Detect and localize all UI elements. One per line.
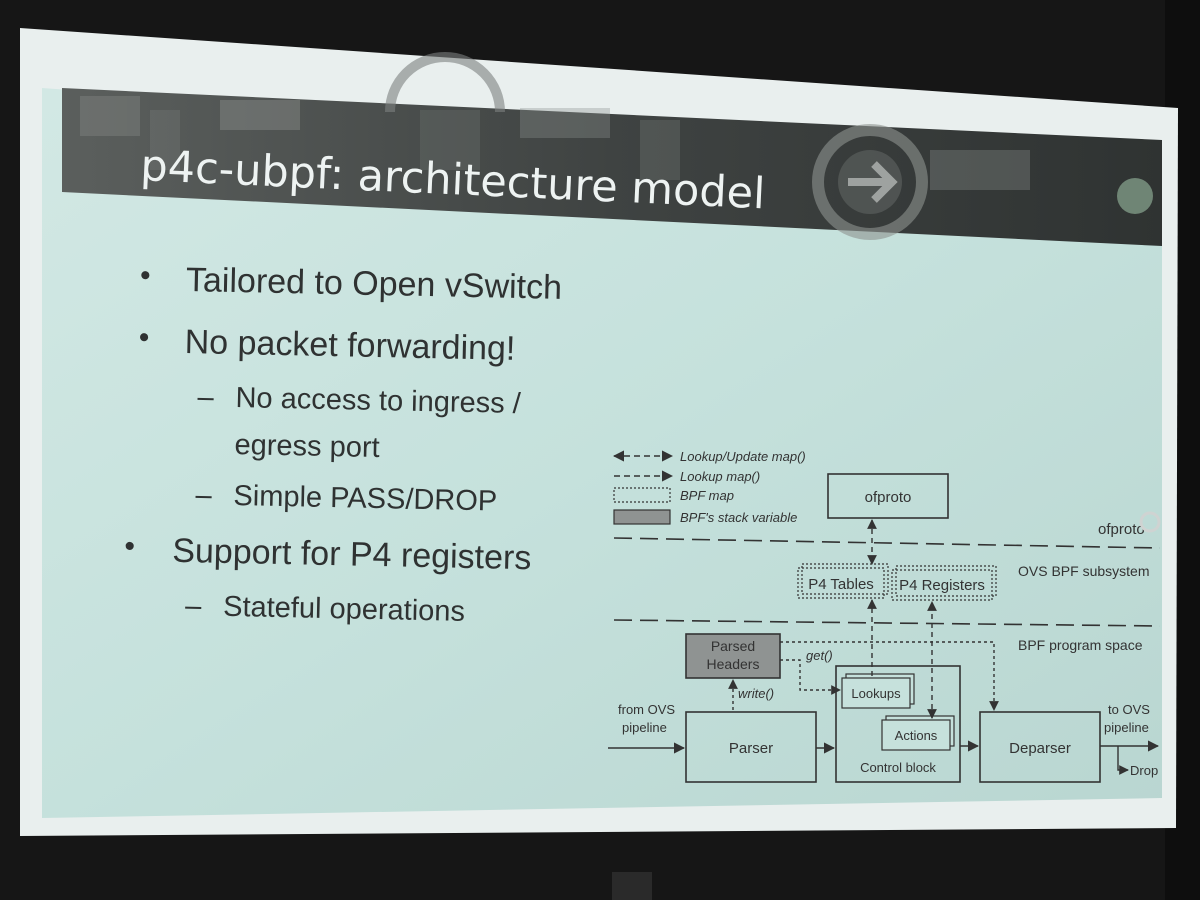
badge-icon-ring [812,124,928,240]
legend-stack-var: BPF's stack variable [680,510,797,525]
sub-dash-3: – [185,590,203,622]
parser-box [685,711,817,783]
legend-bpf-map: BPF map [680,488,734,503]
control-block-label: Control block [860,760,936,775]
to-ovs-label-2: pipeline [1104,720,1149,735]
legend-bpf-map-swatch [613,487,671,503]
drop-label: Drop [1130,763,1158,778]
layer-label-ovs-bpf: OVS BPF subsystem [1018,563,1149,579]
sub-dash-1: – [197,381,215,413]
edge-label-write: write() [738,686,774,701]
lookups-label: Lookups [851,686,901,701]
ofproto-box-label: ofproto [865,489,912,506]
sub-bullet-1-line-1: No access to ingress / [235,382,522,420]
edge-label-get: get() [806,648,833,663]
ofproto-box [827,473,949,519]
p4-registers-box [891,569,993,601]
bullet-1-text: Tailored to Open vSwitch [186,261,563,307]
divider-program-space [613,619,1161,627]
parsed-headers-box [685,633,781,679]
from-ovs-label-1: from OVS [618,702,675,717]
parsed-headers-label-2: Headers [707,656,760,672]
parser-label: Parser [729,740,773,757]
lookups-box [841,677,911,709]
p4-tables-label: P4 Tables [808,576,874,593]
layer-label-program-space: BPF program space [1018,637,1143,653]
p4-registers-label: P4 Registers [899,577,985,594]
arrow-right-icon [848,161,898,203]
sub-bullet-2-text: Simple PASS/DROP [233,480,497,518]
from-ovs-label-2: pipeline [622,720,667,735]
deparser-label: Deparser [1009,740,1071,757]
sub-bullet-1-line-2: egress port [234,429,380,464]
actions-box [881,719,951,751]
bullet-3-text: Support for P4 registers [172,532,532,578]
to-ovs-label-1: to OVS [1108,702,1150,717]
parsed-headers-label-1: Parsed [711,638,755,654]
p4-tables-box [797,567,885,599]
deparser-box [979,711,1101,783]
divider-ofproto [613,537,1161,549]
slide-background [42,88,1162,818]
bullet-glyph-3: • [124,530,135,563]
control-block-box [835,665,961,783]
legend-stack-var-swatch [613,509,671,525]
bullet-glyph-1: • [140,259,151,292]
sub-bullet-3-text: Stateful operations [223,591,465,628]
architecture-diagram: Lookup/Update map() Lookup map() BPF map… [608,449,1161,783]
title-band-decoration [80,96,1030,190]
legend-lookup-update: Lookup/Update map() [680,449,806,464]
layer-label-ofproto: ofproto [1098,521,1145,538]
sub-dash-2: – [195,479,213,511]
actions-label: Actions [895,728,938,743]
bullet-2-text: No packet forwarding! [184,323,515,368]
legend-lookup: Lookup map() [680,469,760,484]
power-icon [1117,178,1153,214]
legend: Lookup/Update map() Lookup map() BPF map… [612,449,806,525]
laser-pointer-dot [1139,511,1161,533]
bullet-glyph-2: • [138,321,149,354]
